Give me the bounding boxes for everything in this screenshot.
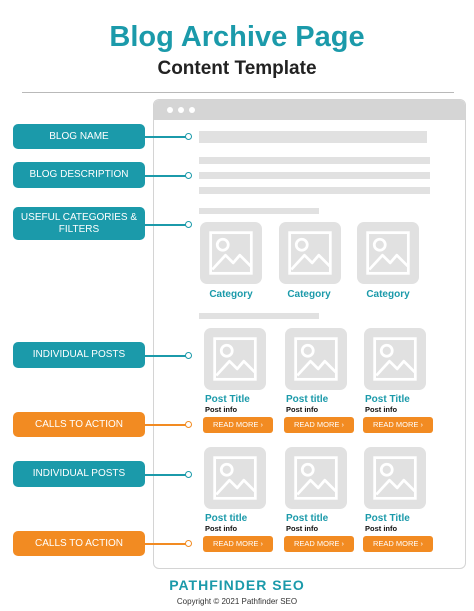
label-individual-posts: INDIVIDUAL POSTS xyxy=(13,461,145,487)
window-dot-icon xyxy=(167,107,173,113)
post-title: Post title xyxy=(205,513,248,524)
label-blog-name: BLOG NAME xyxy=(13,124,145,149)
window-dot-icon xyxy=(178,107,184,113)
label-blog-description: BLOG DESCRIPTION xyxy=(13,162,145,188)
window-dot-icon xyxy=(189,107,195,113)
post-title: Post Title xyxy=(205,394,250,405)
post-info: Post info xyxy=(365,405,398,414)
post-title: Post Title xyxy=(365,394,410,405)
read-more-button[interactable]: READ MORE › xyxy=(284,536,354,552)
image-icon xyxy=(209,231,253,275)
post-info: Post info xyxy=(286,524,319,533)
connector-dot-icon xyxy=(185,352,192,359)
posts-heading-placeholder xyxy=(199,313,319,319)
read-more-button[interactable]: READ MORE › xyxy=(203,536,273,552)
category-label: Category xyxy=(209,289,253,300)
category-image xyxy=(279,222,341,284)
page-subtitle: Content Template xyxy=(157,58,317,79)
read-more-button[interactable]: READ MORE › xyxy=(284,417,354,433)
post-image xyxy=(364,328,426,390)
read-more-button[interactable]: READ MORE › xyxy=(363,536,433,552)
connector-line xyxy=(145,355,189,357)
blog-description-line xyxy=(199,157,430,164)
connector-dot-icon xyxy=(185,221,192,228)
page-title: Blog Archive Page xyxy=(109,21,365,53)
post-info: Post info xyxy=(205,405,238,414)
read-more-button[interactable]: READ MORE › xyxy=(363,417,433,433)
post-image xyxy=(204,328,266,390)
connector-line xyxy=(145,424,189,426)
connector-dot-icon xyxy=(185,471,192,478)
copyright-text: Copyright © 2021 Pathfinder SEO xyxy=(176,597,298,606)
connector-dot-icon xyxy=(185,133,192,140)
connector-line xyxy=(145,474,189,476)
label-individual-posts: INDIVIDUAL POSTS xyxy=(13,342,145,368)
connector-dot-icon xyxy=(185,540,192,547)
connector-line xyxy=(145,175,189,177)
categories-heading-placeholder xyxy=(199,208,319,214)
image-icon xyxy=(373,456,417,500)
connector-line xyxy=(145,224,189,226)
category-label: Category xyxy=(287,289,331,300)
brand-logo-text: PATHFINDER SEO xyxy=(169,577,305,593)
post-title: Post Title xyxy=(365,513,410,524)
image-icon xyxy=(373,337,417,381)
header-divider xyxy=(22,92,454,93)
blog-description-line xyxy=(199,187,430,194)
post-info: Post info xyxy=(205,524,238,533)
image-icon xyxy=(213,456,257,500)
category-label: Category xyxy=(366,289,410,300)
post-info: Post info xyxy=(286,405,319,414)
image-icon xyxy=(294,337,338,381)
blog-name-placeholder xyxy=(199,131,427,143)
label-calls-to-action: CALLS TO ACTION xyxy=(13,531,145,556)
category-image xyxy=(357,222,419,284)
image-icon xyxy=(213,337,257,381)
label-calls-to-action: CALLS TO ACTION xyxy=(13,412,145,437)
image-icon xyxy=(294,456,338,500)
label-useful-categories: USEFUL CATEGORIES & FILTERS xyxy=(13,207,145,240)
post-image xyxy=(285,447,347,509)
category-image xyxy=(200,222,262,284)
image-icon xyxy=(288,231,332,275)
post-title: Post title xyxy=(286,513,329,524)
post-image xyxy=(204,447,266,509)
connector-dot-icon xyxy=(185,172,192,179)
post-info: Post info xyxy=(365,524,398,533)
connector-line xyxy=(145,543,189,545)
blog-description-line xyxy=(199,172,430,179)
connector-line xyxy=(145,136,189,138)
image-icon xyxy=(366,231,410,275)
post-title: Post title xyxy=(286,394,329,405)
connector-dot-icon xyxy=(185,421,192,428)
read-more-button[interactable]: READ MORE › xyxy=(203,417,273,433)
browser-title-bar xyxy=(154,100,465,120)
post-image xyxy=(285,328,347,390)
post-image xyxy=(364,447,426,509)
